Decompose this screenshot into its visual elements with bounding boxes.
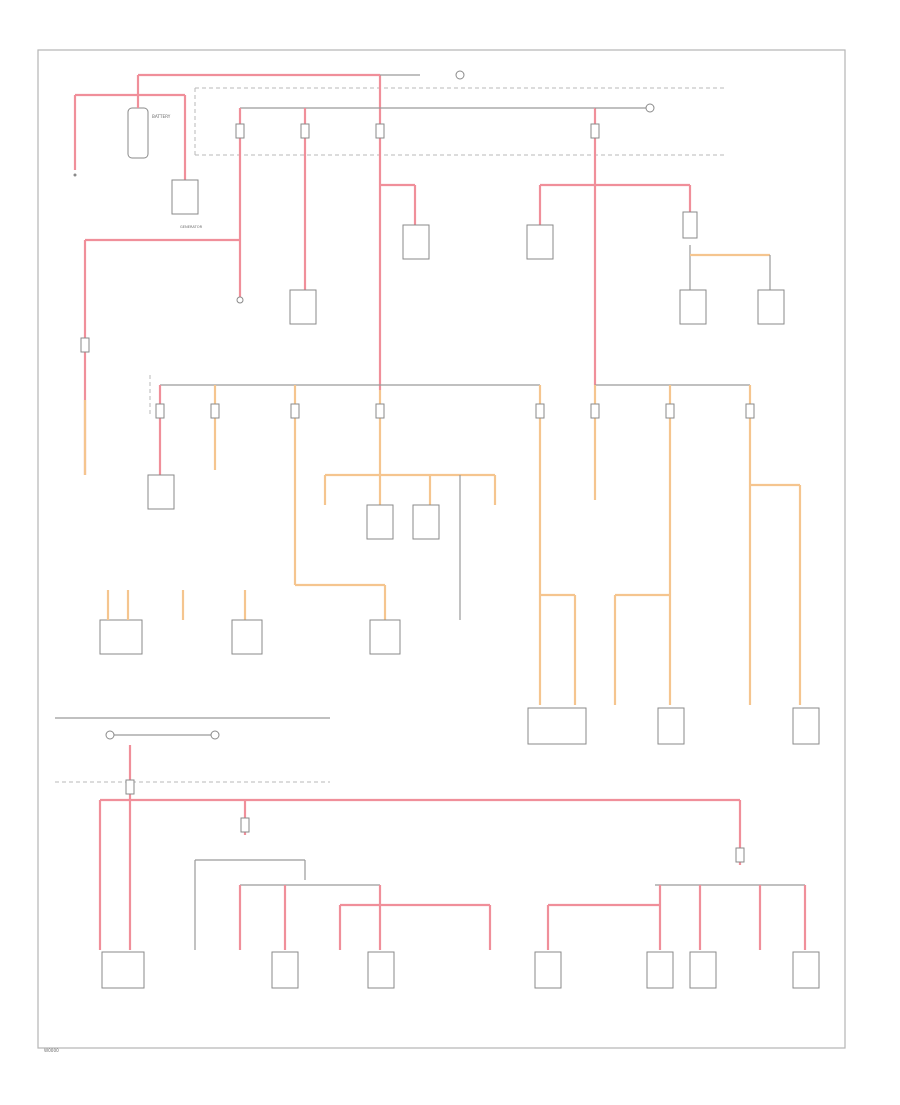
- battery-label: BATTERY: [152, 114, 171, 119]
- component-row-lower: [527, 707, 820, 745]
- component-row-bottom: [101, 951, 820, 989]
- diagram-frame: [37, 49, 846, 1049]
- fuse-block-boundary: [194, 87, 725, 156]
- fuse-set-top: [235, 70, 655, 139]
- generator: GENERATOR: [171, 179, 203, 229]
- generator-label: GENERATOR: [180, 225, 203, 229]
- splice-block-right: [540, 483, 802, 705]
- page-code: W0000: [44, 1048, 59, 1053]
- battery: BATTERY: [73, 73, 380, 180]
- ground-point: [73, 173, 77, 177]
- component-row-top: [236, 183, 785, 325]
- lower-power-section: [98, 730, 807, 950]
- branch-drops: [155, 385, 755, 705]
- splice-block-middle: [147, 473, 497, 620]
- component-row-mid: [99, 590, 401, 655]
